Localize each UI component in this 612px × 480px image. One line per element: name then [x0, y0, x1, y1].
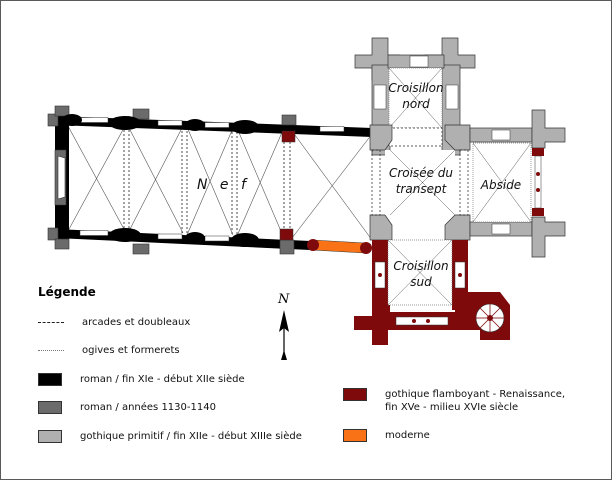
room-label-abside: Abside — [480, 178, 521, 192]
croisee-du-transept — [385, 150, 455, 215]
window — [491, 223, 511, 235]
window — [491, 129, 511, 141]
dashed-line-icon — [38, 316, 64, 329]
color-swatch — [38, 373, 62, 386]
transept: Croisillon nord Croisée du transept Absi… — [354, 37, 566, 345]
crossing-pier-se — [444, 214, 471, 241]
window — [534, 155, 542, 209]
room-label-croisillon-sud: Croisillon — [393, 259, 448, 273]
window — [373, 84, 387, 110]
buttress-cross-apse-n — [531, 109, 566, 149]
nave: N e f — [47, 105, 373, 255]
legend-item-gothique-primitif: gothique primitif / fin XIIe - début XII… — [38, 430, 302, 443]
buttress — [54, 105, 70, 117]
legend-item-arcades: arcades et doubleaux — [38, 316, 190, 329]
buttress — [281, 114, 297, 126]
buttress — [279, 239, 295, 255]
north-arrow-icon: N — [277, 292, 290, 360]
modern-wall-section — [311, 239, 366, 254]
flamboyant-pier — [279, 228, 294, 241]
buttress — [132, 243, 150, 255]
room-label-croisee: Croisée du — [389, 166, 453, 180]
svg-text:sud: sud — [410, 275, 432, 289]
color-swatch — [343, 388, 367, 401]
svg-text:transept: transept — [396, 182, 448, 196]
room-label-croisillon-nord: Croisillon — [388, 81, 443, 95]
room-label-nef: N e f — [197, 177, 250, 193]
legend-title: Légende — [38, 285, 96, 299]
legend-item-moderne: moderne — [343, 429, 430, 442]
crossing-pier-sw — [369, 214, 393, 241]
color-swatch — [38, 430, 62, 443]
legend-item-gothique-flamboyant: gothique flamboyant - Renaissance, fin X… — [343, 388, 565, 414]
window — [445, 84, 459, 110]
buttress — [47, 227, 59, 241]
legend-item-roman-xi: roman / fin XIe - début XIIe siède — [38, 373, 245, 386]
crossing-pier-ne — [444, 124, 471, 151]
buttress — [47, 113, 59, 127]
svg-text:N: N — [277, 292, 290, 307]
window — [409, 55, 429, 68]
color-swatch — [38, 401, 62, 414]
legend-item-roman-1130: roman / années 1130-1140 — [38, 401, 216, 414]
dotted-line-icon — [38, 344, 64, 357]
nave-arcades — [123, 126, 291, 236]
buttress — [132, 108, 150, 120]
buttress-cross-apse-s — [531, 216, 566, 258]
color-swatch — [343, 429, 367, 442]
buttress — [54, 238, 70, 250]
svg-text:nord: nord — [402, 97, 430, 111]
crossing-pier-nw — [369, 124, 393, 151]
window — [395, 316, 449, 326]
nave-windows — [79, 117, 345, 242]
legend-item-ogives: ogives et formerets — [38, 344, 180, 357]
flamboyant-pier — [281, 130, 296, 143]
nave-vault-ribs — [67, 125, 373, 241]
